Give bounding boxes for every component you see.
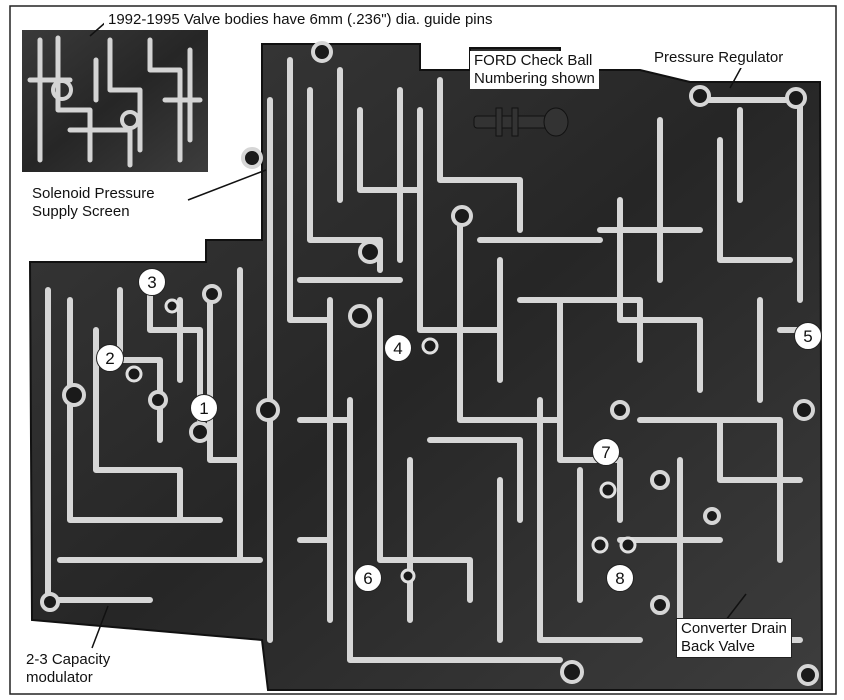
check-ball-4: 4	[384, 334, 412, 362]
check-ball-5: 5	[794, 322, 822, 350]
pressure-regulator-label: Pressure Regulator	[650, 48, 788, 68]
check-ball-3: 3	[138, 268, 166, 296]
solenoid-screen-label: Solenoid Pressure Supply Screen	[28, 184, 159, 222]
check-ball-7: 7	[592, 438, 620, 466]
ford-check-ball-label: FORD Check Ball Numbering shown	[470, 51, 599, 89]
valve-body-casting	[28, 41, 824, 691]
leader-lines	[89, 21, 747, 649]
check-ball-icon	[473, 107, 569, 137]
converter-drain-label: Converter Drain Back Valve	[676, 618, 792, 658]
check-ball-6: 6	[354, 564, 382, 592]
guide-pin-inset	[22, 30, 208, 172]
check-ball-8: 8	[606, 564, 634, 592]
capacity-modulator-label: 2-3 Capacity modulator	[22, 650, 115, 688]
check-ball-2: 2	[96, 344, 124, 372]
guide-pin-note: 1992-1995 Valve bodies have 6mm (.236") …	[104, 10, 497, 30]
check-ball-1: 1	[190, 394, 218, 422]
